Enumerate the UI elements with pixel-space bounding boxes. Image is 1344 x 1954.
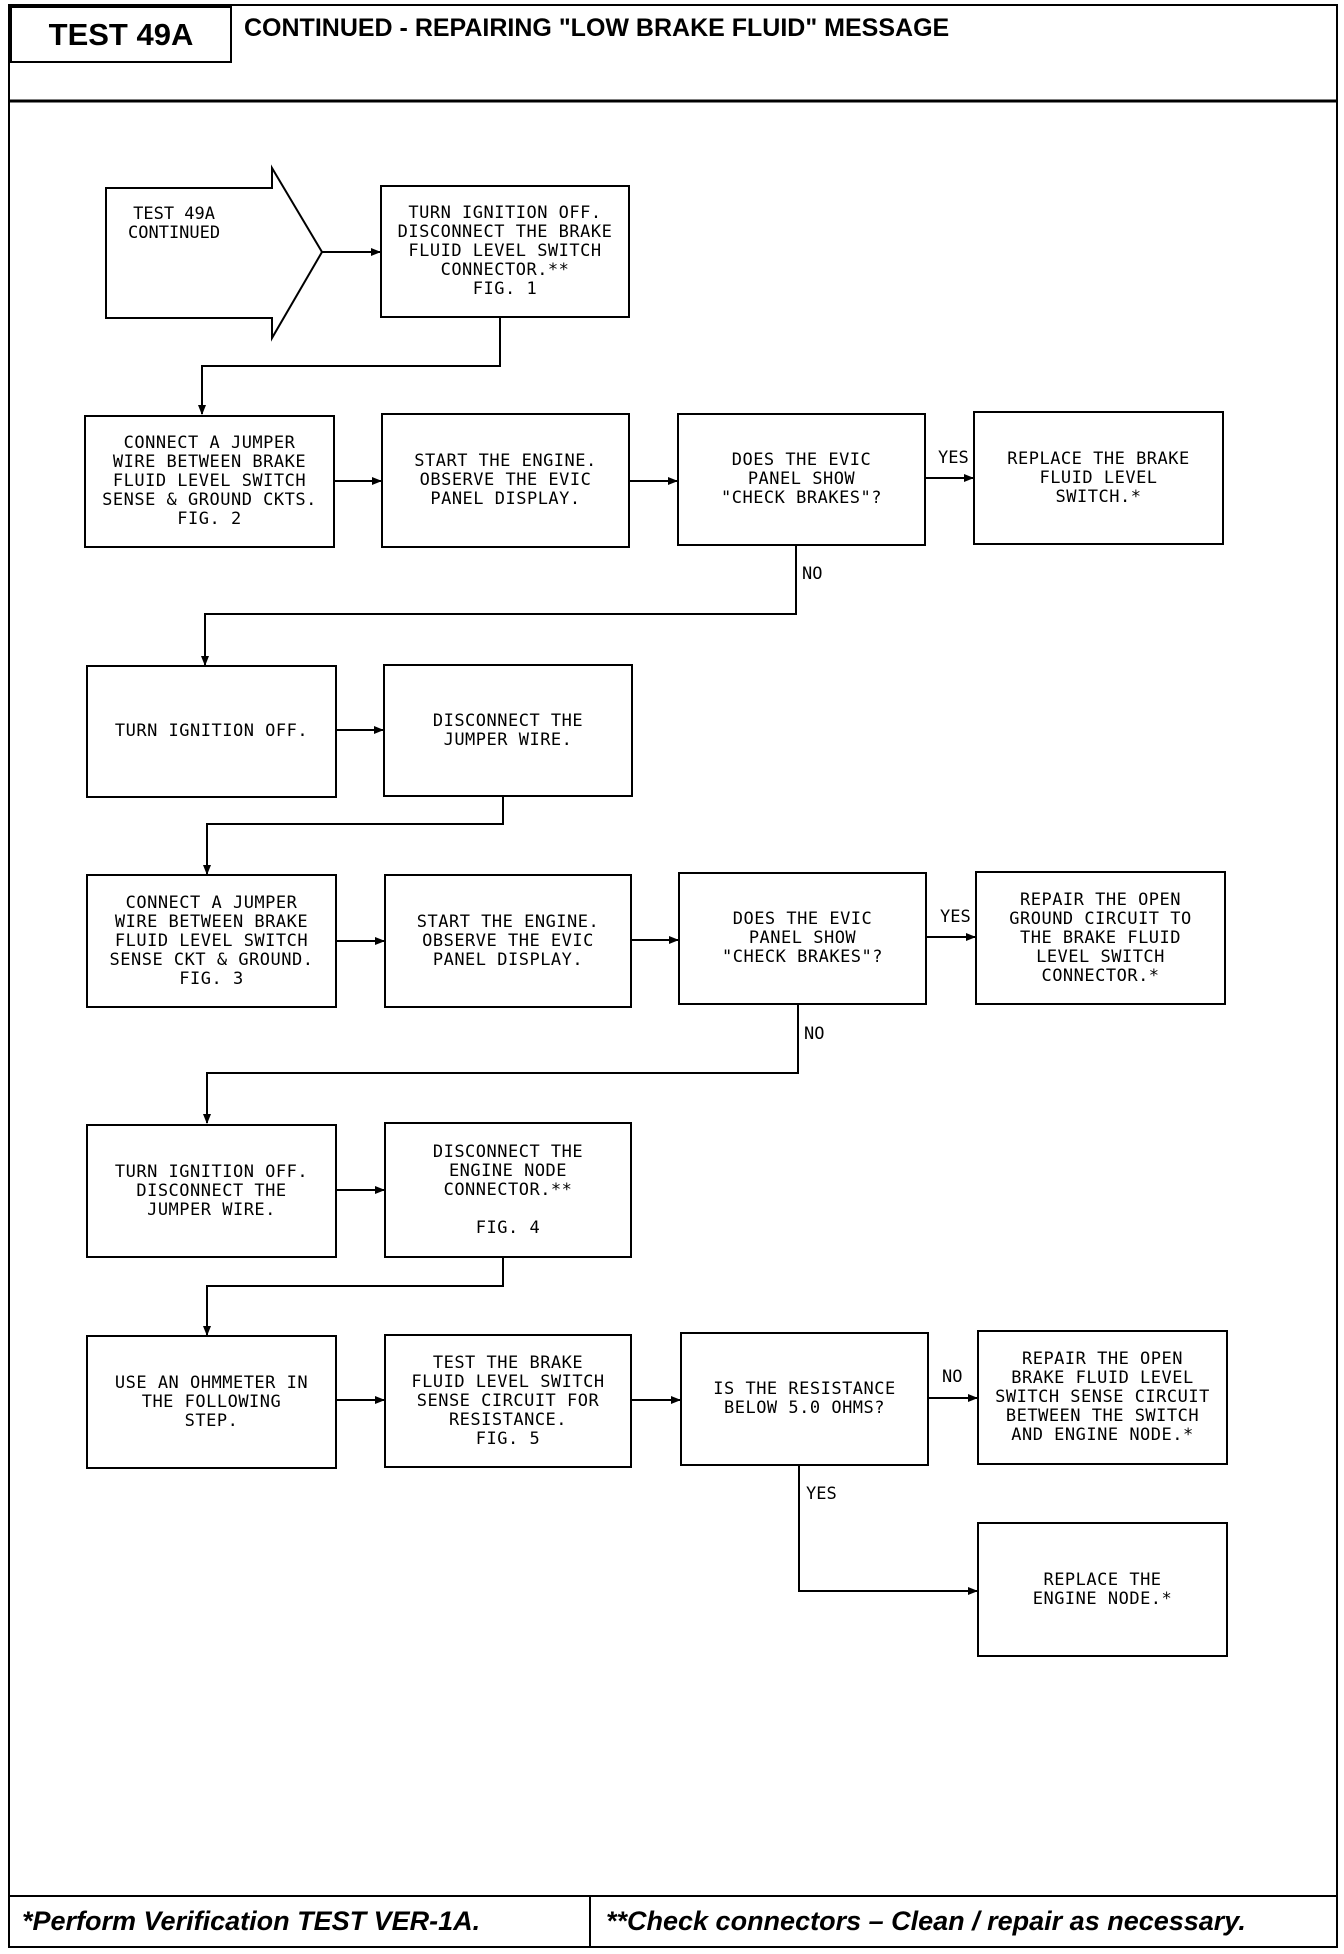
edge-s1-s2	[198, 318, 501, 415]
label-no-1: NO	[802, 564, 823, 584]
label-yes-3: YES	[806, 1484, 837, 1504]
step-connect-jumper-fig2: CONNECT A JUMPER WIRE BETWEEN BRAKE FLUI…	[84, 415, 335, 548]
label-no-2: NO	[804, 1024, 825, 1044]
step-turn-ignition-off-disconnect-switch: TURN IGNITION OFF. DISCONNECT THE BRAKE …	[380, 185, 630, 318]
step-start-engine-1: START THE ENGINE. OBSERVE THE EVIC PANEL…	[381, 413, 630, 548]
start-label: TEST 49A CONTINUED	[128, 204, 221, 243]
step-connect-jumper-fig3: CONNECT A JUMPER WIRE BETWEEN BRAKE FLUI…	[86, 874, 337, 1008]
step-disconnect-engine-node: DISCONNECT THE ENGINE NODE CONNECTOR.** …	[384, 1122, 632, 1258]
result-replace-switch: REPLACE THE BRAKE FLUID LEVEL SWITCH.*	[973, 411, 1224, 545]
decision-resistance: IS THE RESISTANCE BELOW 5.0 OHMS?	[680, 1332, 929, 1466]
footer-note-connectors: **Check connectors – Clean / repair as n…	[606, 1905, 1246, 1936]
test-number: TEST 49A	[10, 6, 232, 63]
result-replace-engine-node: REPLACE THE ENGINE NODE.*	[977, 1522, 1228, 1657]
page-title: CONTINUED - REPAIRING "LOW BRAKE FLUID" …	[244, 14, 950, 42]
footer-note-verification: *Perform Verification TEST VER-1A.	[22, 1905, 481, 1936]
step-disconnect-jumper: DISCONNECT THE JUMPER WIRE.	[383, 664, 633, 797]
edge-s9-s10	[203, 1258, 504, 1336]
decision-check-brakes-1: DOES THE EVIC PANEL SHOW "CHECK BRAKES"?	[677, 413, 926, 546]
step-ignition-off-disconnect-jumper: TURN IGNITION OFF. DISCONNECT THE JUMPER…	[86, 1124, 337, 1258]
label-yes-2: YES	[940, 907, 971, 927]
decision-check-brakes-2: DOES THE EVIC PANEL SHOW "CHECK BRAKES"?	[678, 872, 927, 1005]
result-repair-ground-circuit: REPAIR THE OPEN GROUND CIRCUIT TO THE BR…	[975, 871, 1226, 1005]
edge-q2-s8-no	[203, 1005, 799, 1124]
label-no-3: NO	[942, 1367, 963, 1387]
edge-q1-s4-no	[201, 546, 797, 666]
result-repair-sense-circuit: REPAIR THE OPEN BRAKE FLUID LEVEL SWITCH…	[977, 1330, 1228, 1465]
start-arrow-shape	[105, 164, 324, 342]
edge-s5-s6	[203, 797, 504, 875]
edge-q3-r4-yes	[798, 1466, 978, 1595]
outer-frame	[8, 4, 1338, 1948]
step-test-sense-circuit: TEST THE BRAKE FLUID LEVEL SWITCH SENSE …	[384, 1334, 632, 1468]
label-yes-1: YES	[938, 448, 969, 468]
step-use-ohmmeter: USE AN OHMMETER IN THE FOLLOWING STEP.	[86, 1335, 337, 1469]
step-start-engine-2: START THE ENGINE. OBSERVE THE EVIC PANEL…	[384, 874, 632, 1008]
step-turn-ignition-off: TURN IGNITION OFF.	[86, 665, 337, 798]
